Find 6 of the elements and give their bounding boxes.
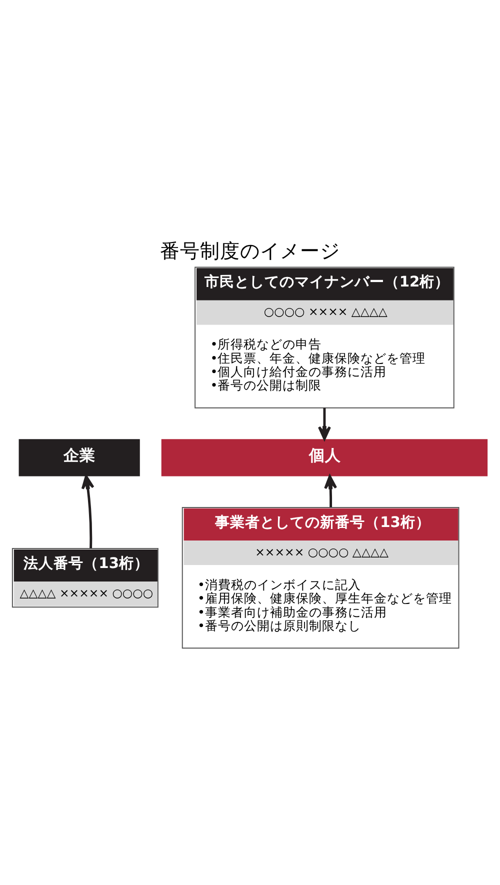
- arrow: [318, 407, 331, 440]
- node-box: 個人: [161, 438, 488, 476]
- arrow: [81, 474, 94, 548]
- arrow: [324, 474, 338, 507]
- diagram-title: 番号制度のイメージ: [160, 238, 340, 262]
- node-box: 企業: [18, 438, 140, 476]
